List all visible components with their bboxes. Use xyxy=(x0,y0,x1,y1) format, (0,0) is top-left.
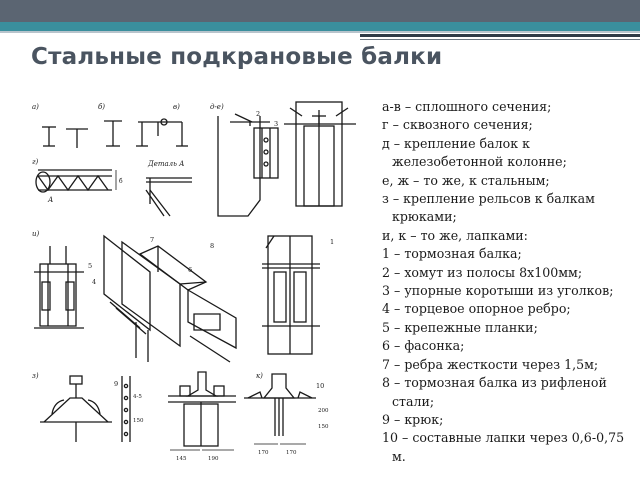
section-a-solid-beams: а) б) в) xyxy=(32,103,188,148)
crane-beam-drawings: а) б) в) д-е) г) А xyxy=(30,96,368,474)
section-i-rail-clamp: 145 190 xyxy=(168,371,236,462)
dimension-150-a: 150 xyxy=(133,418,144,424)
legend-item: 5 – крепежные планки; xyxy=(382,319,538,335)
legend-item: а-в – сплошного сечения; xyxy=(382,99,552,114)
legend-item: 3 – упорные коротыши из уголков; xyxy=(382,283,614,299)
section-g-lattice-beam: г) А б xyxy=(32,158,123,204)
callout-3: 3 xyxy=(274,120,278,128)
panel-label-b: б) xyxy=(98,103,105,111)
legend-item: е, ж – то же, к стальным; xyxy=(382,172,550,188)
callout-5: 5 xyxy=(88,262,92,270)
section-d-concrete-column: д-е) xyxy=(210,103,279,217)
section-e-column-side xyxy=(262,235,320,355)
legend-item: 6 – фасонка; xyxy=(382,338,465,354)
slide-title: Стальные подкрановые балки xyxy=(31,44,443,70)
callout-1: 1 xyxy=(330,238,334,246)
dimension-170-b: 170 xyxy=(286,450,297,456)
panel-label-a: а) xyxy=(32,103,39,111)
detail-a-title: Деталь А xyxy=(147,160,184,168)
detail-a: Деталь А xyxy=(145,160,192,217)
panel-label-i: и) xyxy=(32,230,40,238)
legend-item: 8 – тормозная балка из рифленой стали; xyxy=(382,375,607,409)
callout-2: 2 xyxy=(256,110,260,118)
legend-item: 9 – крюк; xyxy=(382,411,444,427)
section-k-rail-paws: к) 170 170 200 150 xyxy=(244,372,329,456)
callout-7: 7 xyxy=(150,236,154,244)
callout-4: 4 xyxy=(92,278,96,286)
header-dark-rule xyxy=(360,34,640,37)
dimension-200: 200 xyxy=(318,408,329,414)
callout-6: 6 xyxy=(188,266,192,274)
legend-item: д – крепление балок к железобетонной кол… xyxy=(382,135,567,170)
legend-item: 4 – торцевое опорное ребро; xyxy=(382,301,571,317)
part-number-callouts: 1 2 3 4 5 6 7 8 9 10 xyxy=(88,110,334,390)
callout-8: 8 xyxy=(210,242,214,250)
legend-item: 10 – составные лапки через 0,6-0,75 м. xyxy=(382,430,625,464)
legend-item: г – сквозного сечения; xyxy=(382,117,533,133)
panel-label-k: к) xyxy=(256,372,263,380)
callout-9: 9 xyxy=(114,380,118,388)
dimension-170-a: 170 xyxy=(258,450,269,456)
dimension-b: б xyxy=(119,178,123,185)
header-bar xyxy=(0,0,640,22)
panel-label-de: д-е) xyxy=(210,103,224,111)
legend-item: 7 – ребра жесткости через 1,5м; xyxy=(382,356,599,372)
header-thin-rule xyxy=(360,39,640,40)
section-e-steel-column xyxy=(284,101,356,207)
legend-list: а-в – сплошного сечения; г – сквозного с… xyxy=(382,98,638,466)
panel-label-v: в) xyxy=(173,103,180,111)
legend-item: 1 – тормозная балка; xyxy=(382,246,522,262)
legend-item: 2 – хомут из полосы 8х100мм; xyxy=(382,264,583,280)
panel-label-g: г) xyxy=(32,158,39,166)
legend-item: и, к – то же, лапками: xyxy=(382,227,528,243)
section-i-column-beam: и) xyxy=(32,230,84,329)
callout-10: 10 xyxy=(316,382,324,390)
header-accent-stripe xyxy=(0,22,640,31)
panel-label-z: з) xyxy=(32,372,39,380)
section-z-rail-hook: з) 4-5 150 xyxy=(32,372,144,442)
dimension-45: 4-5 xyxy=(133,394,142,400)
header-divider xyxy=(0,31,640,33)
dimension-150-b: 150 xyxy=(318,424,329,430)
section-zh-isometric xyxy=(103,234,237,363)
dimension-190: 190 xyxy=(208,456,219,462)
dimension-145: 145 xyxy=(176,456,187,462)
legend-item: з – крепление рельсов к балкам крюками; xyxy=(382,191,595,225)
detail-a-marker: А xyxy=(47,196,53,204)
